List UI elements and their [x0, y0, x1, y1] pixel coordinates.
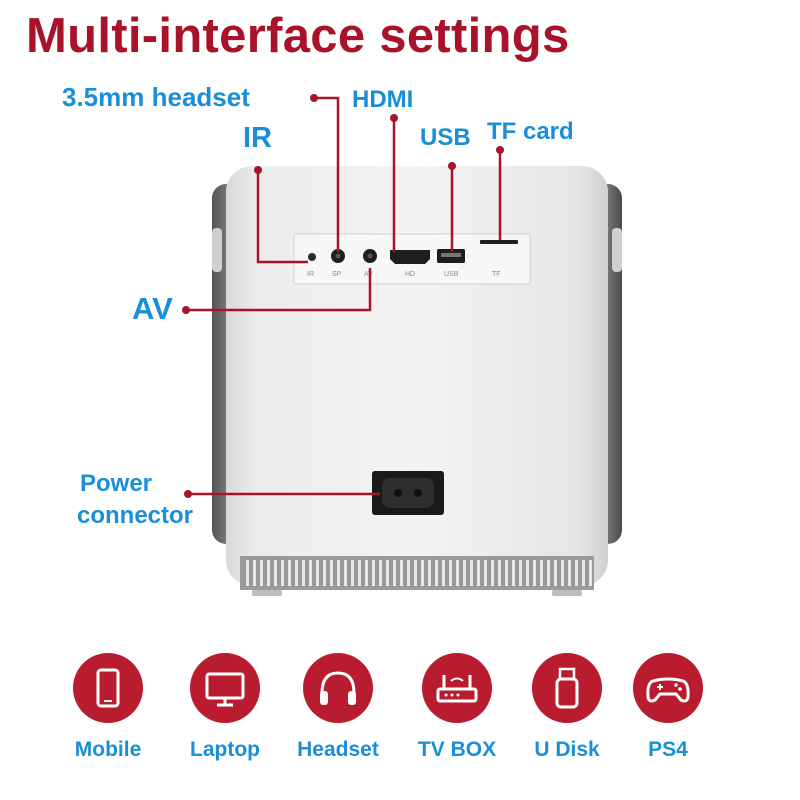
device-ps4: PS4 — [608, 653, 728, 762]
mobile-icon — [73, 653, 143, 723]
device-label: Headset — [297, 738, 379, 761]
device-mobile: Mobile — [48, 653, 168, 762]
callout-av: AV — [132, 291, 173, 326]
projector-illustration: IR SP AV HD USB TF — [212, 166, 622, 596]
device-u-disk: U Disk — [507, 653, 627, 762]
device-headset: Headset — [278, 653, 398, 762]
callout-power-line1: Power — [80, 470, 153, 497]
port-label-usb: USB — [444, 271, 459, 278]
device-label: U Disk — [534, 738, 600, 761]
router-icon — [422, 653, 492, 723]
port-label-tf: TF — [492, 271, 501, 278]
device-label: PS4 — [648, 738, 688, 761]
device-label: TV BOX — [417, 738, 497, 761]
callout-ir: IR — [243, 122, 272, 154]
port-label-av: AV — [364, 271, 373, 278]
port-label-sp: SP — [332, 271, 342, 278]
page-title: Multi-interface settings — [26, 9, 570, 63]
callout-power-line2: connector — [77, 502, 194, 529]
callout-headset: 3.5mm headset — [62, 82, 250, 112]
port-label-hd: HD — [405, 271, 416, 278]
callout-tf-card: TF card — [487, 118, 574, 145]
callout-hdmi: HDMI — [352, 86, 414, 113]
compatible-devices-row: Mobile Laptop Headset — [0, 653, 800, 773]
port-label-ir: IR — [307, 271, 314, 278]
device-label: Laptop — [190, 738, 260, 761]
gamepad-icon — [633, 653, 703, 723]
device-laptop: Laptop — [165, 653, 285, 762]
headphones-icon — [303, 653, 373, 723]
device-tv-box: TV BOX — [397, 653, 517, 762]
usb-drive-icon — [532, 653, 602, 723]
device-label: Mobile — [74, 738, 142, 761]
monitor-icon — [190, 653, 260, 723]
callout-usb: USB — [420, 124, 471, 151]
